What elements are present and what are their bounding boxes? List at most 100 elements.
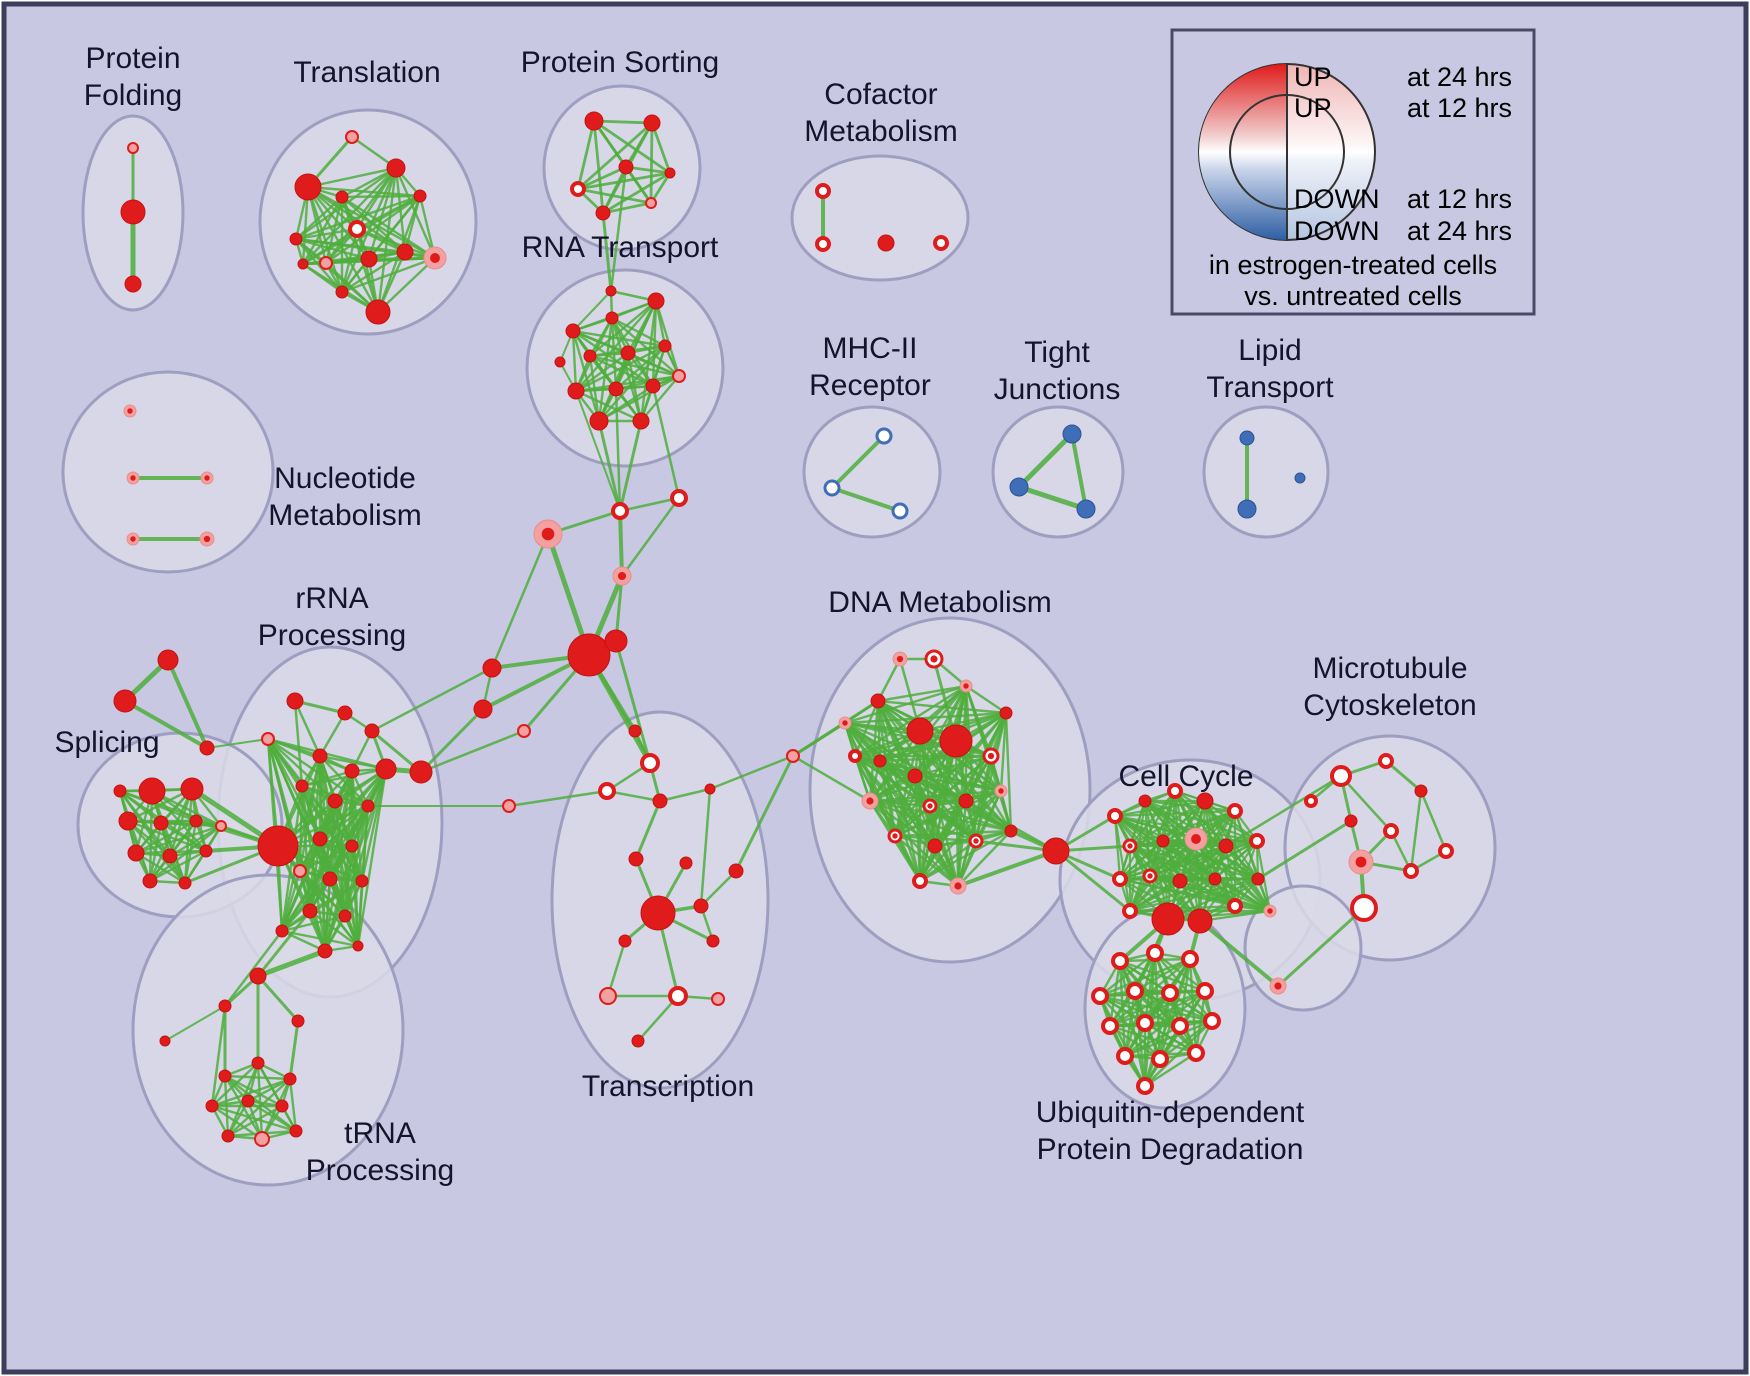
gene-node-n12 [672,369,686,383]
gene-node-p9 [142,873,158,889]
gene-node-e11 [907,768,923,784]
edge-m5-x3 [508,789,608,808]
edge-q17-q18 [281,914,346,933]
gene-node-l4 [1196,792,1214,810]
edge-e2-e5 [877,684,967,703]
edge-n3-n4 [589,300,657,357]
gene-node-p10 [178,876,192,890]
edge-l0-l18 [1055,849,1131,913]
edge-q19-y1 [257,948,326,979]
gene-node-b2 [1146,944,1164,962]
gene-node-core-e18 [973,838,979,844]
edge-l8-l17 [1195,838,1236,907]
gene-node-b6 [1161,984,1179,1002]
gene-node-b3 [1181,950,1199,968]
edge-s4-n13 [609,166,628,292]
gene-node-y12 [254,1131,270,1147]
gene-node-m3 [473,699,493,719]
edge-y7-y8 [211,1077,291,1108]
gene-node-n4 [583,349,597,363]
edge-y7-y13 [288,1078,298,1132]
gene-node-x10 [618,934,632,948]
gene-node-t1 [345,130,359,144]
edge-p7-p12 [169,824,222,858]
gene-node-v3 [1414,784,1428,798]
edge-q2-q5 [318,712,347,757]
gene-node-b14 [1187,1044,1205,1062]
edge-p5-p6 [135,819,197,855]
gene-node-j1 [875,427,893,445]
gene-node-core-h3 [541,527,555,541]
gene-node-q10 [361,799,375,813]
edge-y6-y8 [211,1062,259,1107]
gene-node-q14 [322,871,338,887]
gene-node-y1 [249,967,267,985]
edge-e11-e16 [893,775,917,837]
edge-l8-l18 [1129,838,1197,912]
gene-node-x6 [628,851,644,867]
gene-node-y3 [159,1035,171,1047]
edge-q11-q18 [280,838,322,932]
gene-node-m2 [482,658,502,678]
gene-node-v9 [1438,843,1454,859]
gene-node-x16 [728,863,744,879]
edge-m4-m1 [420,729,525,774]
gene-node-e2 [870,693,886,709]
cluster-label-translation: Translation [293,56,440,89]
edge-x4-x5 [659,787,711,803]
edge-p9-p12 [149,825,222,882]
edge-e16-e20 [894,835,959,887]
gene-node-y13 [289,1124,303,1138]
gene-node-b11 [1203,1012,1221,1030]
edge-q10-q11 [319,805,369,840]
edge-l3-l15 [1166,790,1177,920]
edge-y9-y11 [226,1100,250,1137]
gene-node-t4 [335,190,349,204]
gene-node-n8 [608,381,624,397]
edge-p11-p12 [119,789,222,828]
legend-up-12-time: at 12 hrs [1407,93,1512,123]
gene-node-x13 [711,992,725,1006]
legend-up-12-label: UP [1294,93,1332,123]
gene-node-y4 [291,1014,305,1028]
gene-node-n13 [605,285,617,297]
edge-m1-m3 [419,707,485,774]
edge-b14-b15 [1144,1051,1197,1088]
gene-node-t9 [360,250,378,268]
gene-node-h5 [567,633,611,677]
edge-q18-q20 [281,929,359,948]
edge-q7-q8 [301,767,387,788]
edge-s2-s5 [650,122,672,174]
gene-node-core-h4 [617,571,627,581]
edge-b3-b5 [1134,957,1191,993]
gene-node-core-e5 [963,683,969,689]
edge-x5-k1 [709,754,794,791]
gene-node-l5 [1227,803,1243,819]
gene-node-b13 [1151,1050,1169,1068]
gene-node-p3 [118,811,138,831]
gene-node-j2 [823,479,841,497]
gene-node-m5 [502,799,516,813]
gene-node-core-l20 [1267,908,1273,914]
edge-e6-e21 [1004,712,1013,832]
gene-node-e8 [939,724,973,758]
gene-node-q13 [293,864,307,878]
gene-node-n5 [620,345,636,361]
gene-node-l2 [1138,794,1152,808]
gene-node-e19 [912,873,928,889]
edge-b10-b12 [1124,1024,1181,1058]
edge-l16-vx [1198,919,1280,988]
edge-b6-b8 [1109,991,1171,1028]
edge-g1-g3 [166,659,209,749]
gene-node-b8 [1101,1017,1119,1035]
legend-down-12-label: DOWN [1294,184,1379,214]
edge-q12-q13 [299,844,353,873]
gene-node-s1 [584,111,604,131]
edge-l3-l6 [1129,790,1176,847]
gene-node-v8 [1403,863,1419,879]
gene-node-p5 [189,814,203,828]
gene-node-o3 [1076,499,1096,519]
